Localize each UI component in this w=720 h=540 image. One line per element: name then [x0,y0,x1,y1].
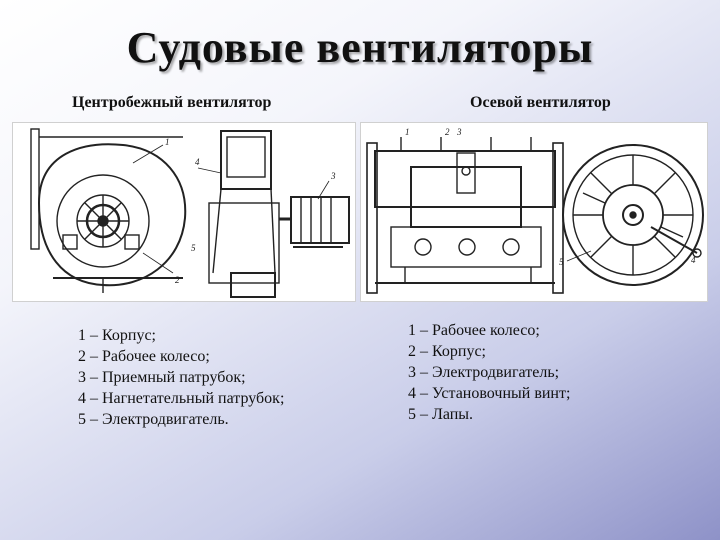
legend-item: 3 – Приемный патрубок; [78,369,246,386]
legend-item: 2 – Корпус; [408,343,486,360]
centrifugal-label-1: 1 [165,137,170,147]
centrifugal-fan-drawing: 1 4 3 5 2 [12,122,356,302]
legend-item: 5 – Электродвигатель. [78,411,229,428]
axial-label-3: 3 [456,127,462,137]
axial-fan-subtitle: Осевой вентилятор [470,94,611,111]
centrifugal-fan-subtitle: Центробежный вентилятор [72,94,272,111]
axial-fan-svg: 1 2 3 5 4 [366,127,704,294]
centrifugal-fan-svg: 1 4 3 5 2 [30,128,350,298]
slide-title: Судовые вентиляторы [126,23,594,72]
legend-item: 4 – Нагнетательный патрубок; [78,390,285,407]
axial-fan-drawing: 1 2 3 5 4 [360,122,708,302]
centrifugal-fan-legend: 1 – Корпус; 2 – Рабочее колесо; 3 – Прие… [78,325,284,430]
axial-label-5: 5 [559,257,564,267]
axial-label-1: 1 [405,127,410,137]
axial-label-2: 2 [445,127,450,137]
legend-item: 1 – Корпус; [78,327,156,344]
centrifugal-label-4: 4 [195,157,200,167]
axial-label-4: 4 [691,255,696,265]
centrifugal-label-3: 3 [330,171,336,181]
legend-item: 3 – Электродвигатель; [408,364,560,381]
axial-fan-legend: 1 – Рабочее колесо; 2 – Корпус; 3 – Элек… [408,320,570,425]
legend-item: 4 – Установочный винт; [408,385,571,402]
centrifugal-label-5: 5 [191,243,196,253]
legend-item: 5 – Лапы. [408,406,474,423]
centrifugal-label-2: 2 [175,275,180,285]
legend-item: 2 – Рабочее колесо; [78,348,210,365]
legend-item: 1 – Рабочее колесо; [408,322,540,339]
